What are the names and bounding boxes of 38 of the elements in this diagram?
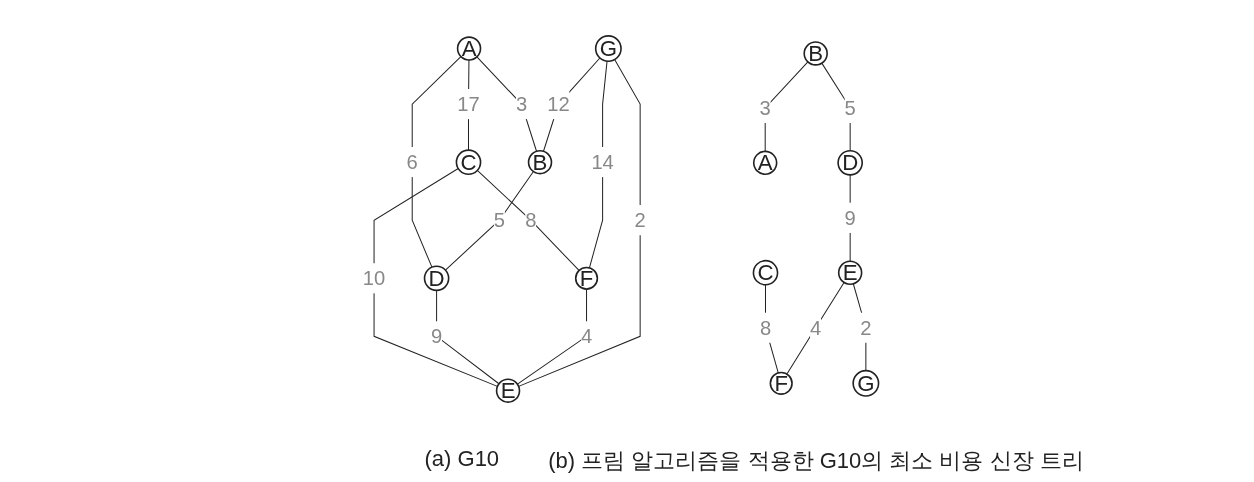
node-circle: E	[837, 260, 863, 285]
edge-label: 8	[525, 209, 537, 232]
connector	[786, 281, 845, 375]
connector	[476, 56, 538, 152]
edge-label: 3	[515, 93, 528, 116]
edge-label: 4	[810, 316, 822, 339]
node-circle: C	[752, 259, 779, 286]
edge-label: 17	[457, 93, 480, 116]
edge-label: 2	[634, 209, 646, 232]
node-circle: C	[455, 149, 482, 176]
edge-label: 10	[362, 267, 386, 290]
edge-label: 5	[493, 209, 505, 232]
edge-label: 3	[759, 96, 771, 119]
edge-label: 14	[591, 151, 614, 174]
edge-label: 6	[406, 151, 418, 174]
node-circle: A	[752, 150, 778, 176]
node-circle: F	[574, 266, 599, 290]
node-circle: G	[594, 35, 622, 62]
connector	[476, 169, 580, 271]
node-circle: E	[495, 378, 521, 403]
edge-label: 8	[759, 316, 772, 339]
node-circle: G	[852, 369, 880, 397]
panel-caption: (a) G10	[424, 446, 500, 472]
node-circle: B	[527, 149, 553, 175]
connector	[543, 57, 601, 152]
edge-label: 4	[580, 325, 593, 348]
node-circle: B	[803, 41, 828, 66]
connector	[444, 171, 534, 271]
edge-label: 5	[844, 96, 856, 119]
edge-label: 9	[430, 325, 443, 348]
edge-label: 2	[860, 316, 872, 339]
node-circle: D	[423, 265, 450, 292]
panel-caption: (b) 프림 알고리즘을 적용한 G10의 최소 비용 신장 트리	[548, 447, 1084, 475]
edge-label: 12	[547, 93, 570, 116]
node-circle: D	[837, 149, 864, 176]
edge-label: 9	[844, 206, 856, 229]
node-circle: A	[456, 36, 482, 61]
node-circle: F	[769, 371, 793, 395]
